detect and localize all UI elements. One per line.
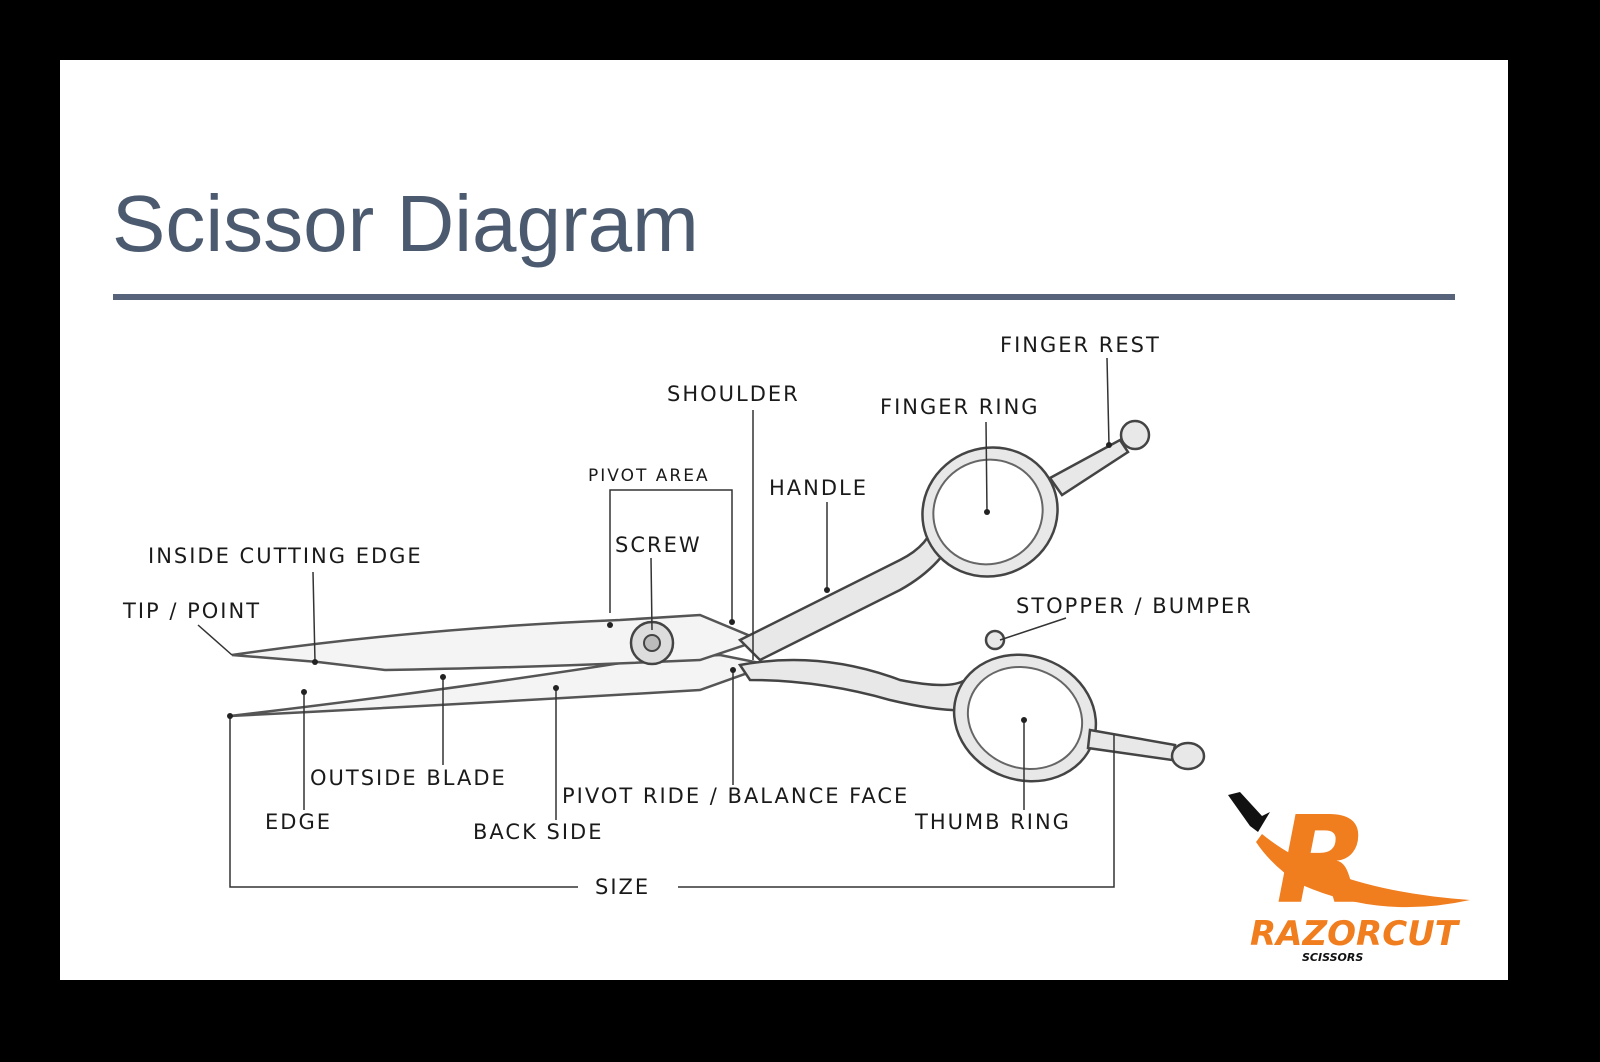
- page-title: Scissor Diagram: [112, 179, 699, 268]
- leader-lines: [197, 357, 1115, 888]
- swoosh-icon: [1256, 834, 1470, 908]
- sword-icon: [1228, 792, 1270, 832]
- label-handle: HANDLE: [769, 476, 868, 500]
- razorcut-logo: R RAZORCUT SCISSORS: [1228, 792, 1470, 964]
- label-edge: EDGE: [265, 810, 332, 834]
- label-inside-cutting-edge: INSIDE CUTTING EDGE: [148, 544, 423, 568]
- label-shoulder: SHOULDER: [667, 382, 800, 406]
- label-thumb-ring: THUMB RING: [914, 810, 1071, 834]
- label-tip-point: TIP / POINT: [122, 599, 261, 623]
- logo-brand: RAZORCUT: [1250, 914, 1461, 954]
- slide: Scissor Diagram: [60, 60, 1508, 980]
- label-pivot-area: PIVOT AREA: [588, 466, 710, 486]
- logo-letter: R: [1276, 792, 1368, 931]
- label-size: SIZE: [595, 875, 650, 899]
- label-screw: SCREW: [615, 533, 702, 557]
- logo-sub: SCISSORS: [1302, 951, 1363, 964]
- label-stopper-bumper: STOPPER / BUMPER: [1016, 594, 1253, 618]
- title-divider: [113, 294, 1455, 300]
- label-finger-ring: FINGER RING: [880, 395, 1040, 419]
- label-pivot-ride: PIVOT RIDE / BALANCE FACE: [562, 784, 909, 808]
- label-finger-rest: FINGER REST: [1000, 333, 1161, 357]
- label-back-side: BACK SIDE: [473, 820, 603, 844]
- stopper-bumper: [984, 629, 1006, 651]
- label-outside-blade: OUTSIDE BLADE: [310, 766, 507, 790]
